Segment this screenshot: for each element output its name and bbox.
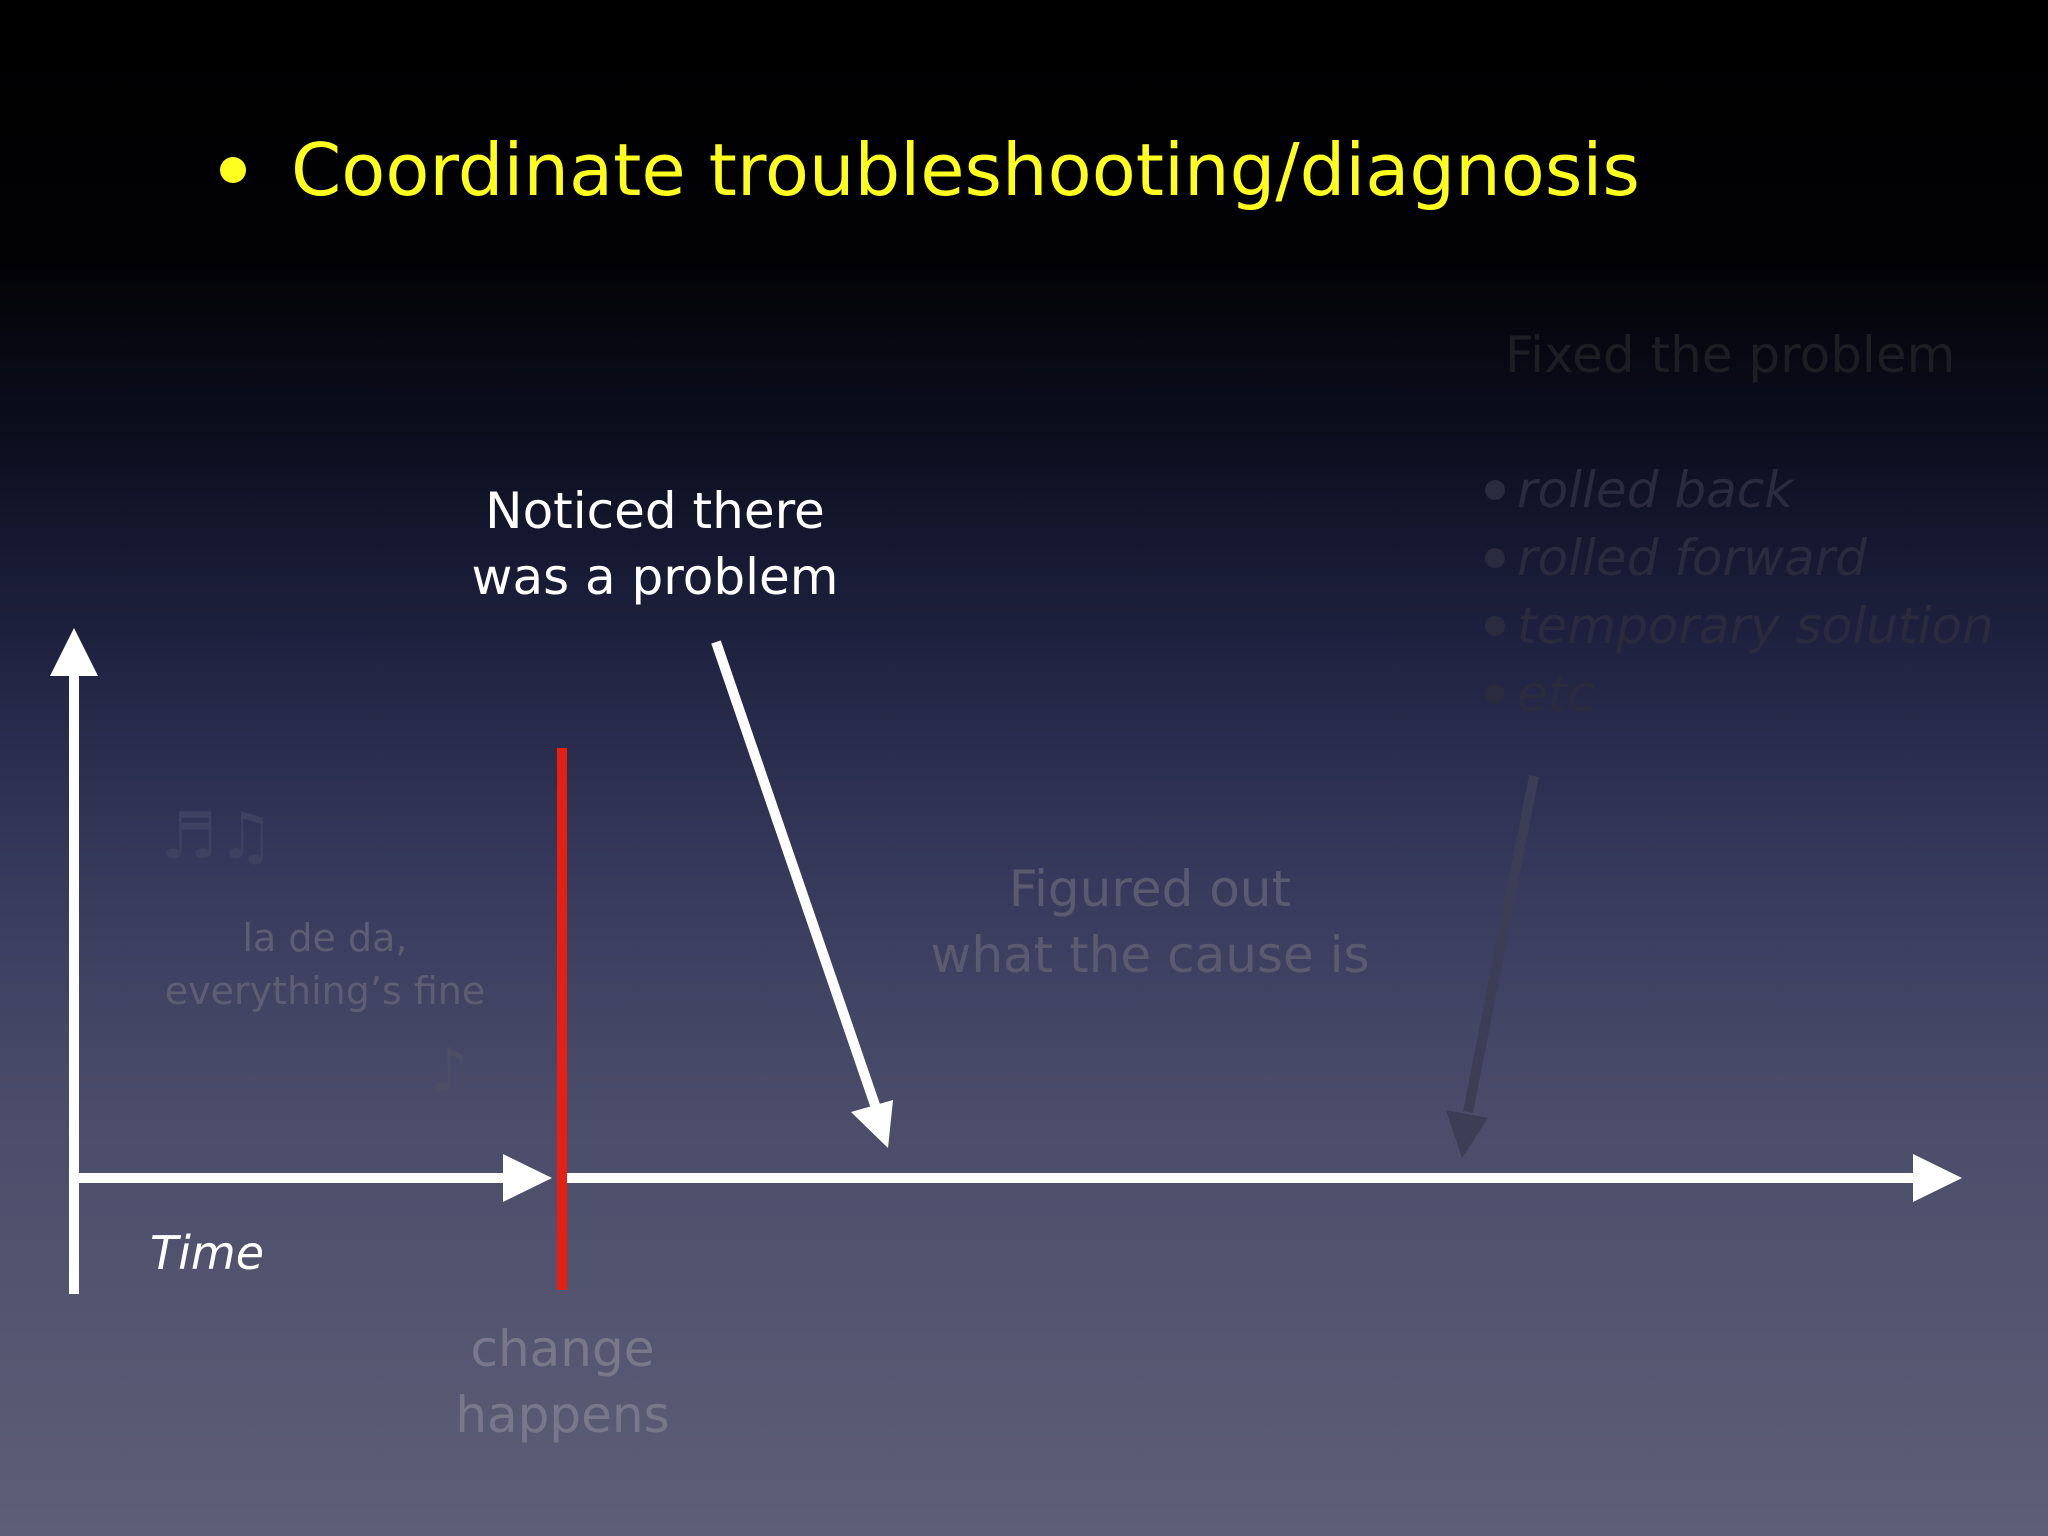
lada-line-2: everything’s fine	[164, 969, 486, 1013]
change-line-1: change	[470, 1320, 655, 1378]
y-axis-arrowhead	[50, 628, 98, 676]
figured-line-1: Figured out	[1008, 860, 1292, 918]
lada-line-1: la de da,	[242, 916, 408, 960]
change-line-2: happens	[455, 1386, 670, 1444]
fixed-item-label: temporary solution	[1517, 597, 1994, 655]
bullet-dot	[1485, 616, 1505, 636]
slide-title: Coordinate troubleshooting/diagnosis	[291, 128, 1640, 212]
fixed-list-item: rolled forward	[1485, 524, 1994, 592]
fixed-title: Fixed the problem	[1505, 326, 1956, 384]
change-label: change happens	[420, 1316, 705, 1448]
fixed-arrowhead	[1446, 1110, 1488, 1158]
music-note-icon: ♪	[430, 1036, 469, 1106]
x-axis-arrowhead-change	[503, 1154, 552, 1202]
noticed-arrowhead	[851, 1100, 893, 1148]
fixed-list-item: rolled back	[1485, 456, 1994, 524]
bullet-dot	[1485, 548, 1505, 568]
fixed-arrow-line	[1463, 775, 1539, 1113]
fixed-item-label: rolled forward	[1517, 529, 1867, 587]
noticed-label: Noticed there was a problem	[430, 478, 880, 610]
bullet-dot	[1485, 684, 1505, 704]
bullet-dot	[220, 157, 246, 183]
fixed-item-label: etc	[1517, 665, 1595, 723]
fixed-item-label: rolled back	[1517, 461, 1794, 519]
noticed-arrow-line	[711, 640, 881, 1110]
fixed-list-item: etc	[1485, 660, 1994, 728]
bullet-title: Coordinate troubleshooting/diagnosis	[220, 120, 1640, 220]
noticed-line-2: was a problem	[471, 548, 839, 606]
fixed-list-item: temporary solution	[1485, 592, 1994, 660]
time-axis-label: Time	[150, 1226, 264, 1280]
figured-label: Figured out what the cause is	[900, 856, 1400, 988]
bullet-dot	[1485, 480, 1505, 500]
x-axis-arrowhead-end	[1913, 1154, 1962, 1202]
figured-line-2: what the cause is	[930, 926, 1370, 984]
lada-label: la de da, everything’s fine	[160, 912, 490, 1018]
fixed-list: rolled back rolled forward temporary sol…	[1485, 456, 1994, 728]
noticed-line-1: Noticed there	[485, 482, 825, 540]
music-notes-icon: ♬♫	[160, 800, 275, 874]
